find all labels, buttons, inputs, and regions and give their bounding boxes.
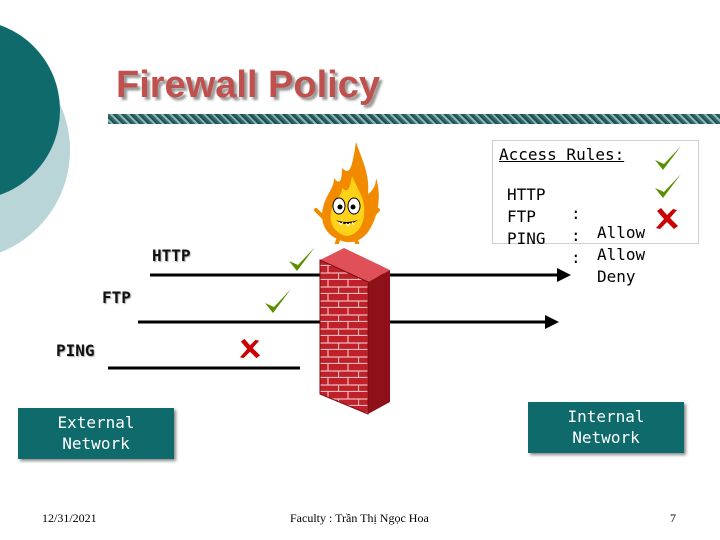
fire-mascot-icon [314, 142, 380, 244]
check-icon [265, 289, 291, 313]
check-icon [655, 146, 681, 170]
rule-row-ping: PING : Deny [507, 210, 636, 305]
rule-row-http: HTTP : Allow [507, 166, 645, 261]
rule-row-ftp: FTP : Allow [507, 188, 645, 283]
rule-action: Deny [597, 267, 636, 286]
rule-protocol: PING [507, 229, 546, 248]
rule-separator: : [571, 226, 581, 245]
page-title: Firewall Policy [116, 64, 380, 106]
rule-protocol: FTP [507, 207, 536, 226]
rule-action: Allow [597, 223, 646, 242]
access-rules-heading: Access Rules: [499, 145, 625, 164]
page-number: 7 [670, 511, 676, 525]
cross-icon [656, 208, 678, 229]
internal-network-box: Internal Network [528, 402, 684, 453]
rule-action: Allow [597, 245, 646, 264]
cross-icon [239, 338, 261, 359]
rule-separator: : [571, 248, 581, 267]
traffic-label-ping: PING [56, 341, 95, 360]
check-icon [655, 174, 681, 198]
decorative-arcs [0, 25, 70, 253]
title-underline-bar [108, 114, 720, 124]
rule-protocol: HTTP [507, 185, 546, 204]
check-icon [289, 247, 315, 271]
brick-wall-icon [319, 248, 390, 415]
footer-date: 12/31/2021 [42, 511, 97, 525]
traffic-label-http: HTTP [152, 246, 191, 265]
rule-separator: : [571, 204, 581, 223]
access-rules-box: Access Rules: HTTP : Allow FTP : Allow P… [492, 140, 699, 286]
footer-faculty: Faculty : Trần Thị Ngọc Hoa [290, 511, 429, 525]
traffic-label-ftp: FTP [102, 288, 131, 307]
external-network-box: External Network [18, 408, 174, 459]
